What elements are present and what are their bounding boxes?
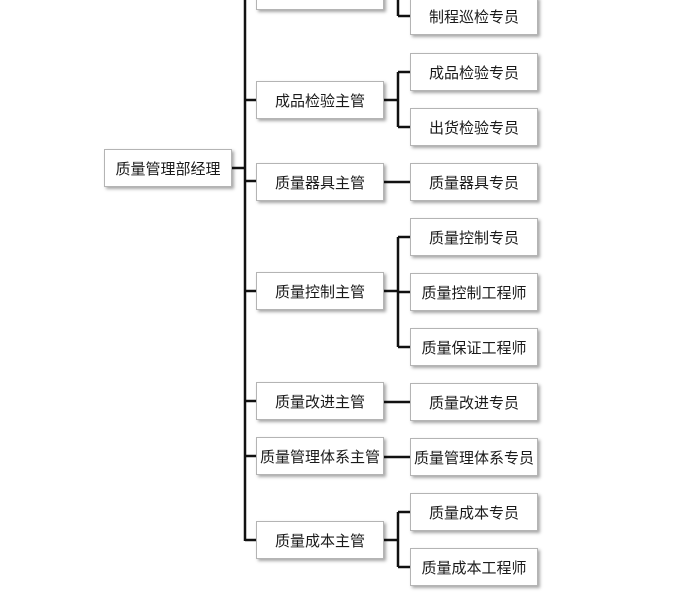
supervisor-node (256, 0, 384, 10)
specialist-label: 质量成本工程师 (421, 558, 527, 577)
specialist-label: 质量改进专员 (428, 393, 519, 412)
supervisor-label: 成品检验主管 (274, 91, 365, 110)
specialist-label: 质量成本专员 (428, 503, 519, 522)
root-node: 质量管理部经理 (104, 149, 232, 187)
specialist-node: 成品检验专员 (410, 53, 538, 91)
specialist-node: 出货检验专员 (410, 108, 538, 146)
specialist-label: 质量器具专员 (428, 173, 519, 192)
specialist-node: 质量改进专员 (410, 383, 538, 421)
specialist-node: 质量控制工程师 (410, 273, 538, 311)
supervisor-label: 质量成本主管 (274, 531, 365, 550)
supervisor-node: 质量改进主管 (256, 382, 384, 420)
specialist-label: 质量管理体系专员 (413, 448, 534, 467)
specialist-label: 制程巡检专员 (428, 7, 519, 26)
supervisor-node: 质量器具主管 (256, 163, 384, 201)
specialist-node: 质量成本专员 (410, 493, 538, 531)
supervisor-node: 质量成本主管 (256, 521, 384, 559)
specialist-node: 制程巡检专员 (410, 0, 538, 35)
specialist-node: 质量管理体系专员 (410, 438, 538, 476)
specialist-label: 出货检验专员 (428, 118, 519, 137)
supervisor-label: 质量控制主管 (274, 282, 365, 301)
root-label: 质量管理部经理 (115, 159, 221, 178)
supervisor-label: 质量改进主管 (274, 392, 365, 411)
supervisor-node: 质量管理体系主管 (256, 437, 384, 475)
specialist-node: 质量保证工程师 (410, 328, 538, 366)
specialist-node: 质量器具专员 (410, 163, 538, 201)
specialist-node: 质量控制专员 (410, 218, 538, 256)
supervisor-node: 成品检验主管 (256, 81, 384, 119)
specialist-label: 质量保证工程师 (421, 338, 527, 357)
specialist-label: 质量控制工程师 (421, 283, 527, 302)
supervisor-label: 质量器具主管 (274, 173, 365, 192)
specialist-label: 成品检验专员 (428, 63, 519, 82)
specialist-node: 质量成本工程师 (410, 548, 538, 586)
specialist-label: 质量控制专员 (428, 228, 519, 247)
supervisor-node: 质量控制主管 (256, 272, 384, 310)
supervisor-label: 质量管理体系主管 (259, 447, 380, 466)
